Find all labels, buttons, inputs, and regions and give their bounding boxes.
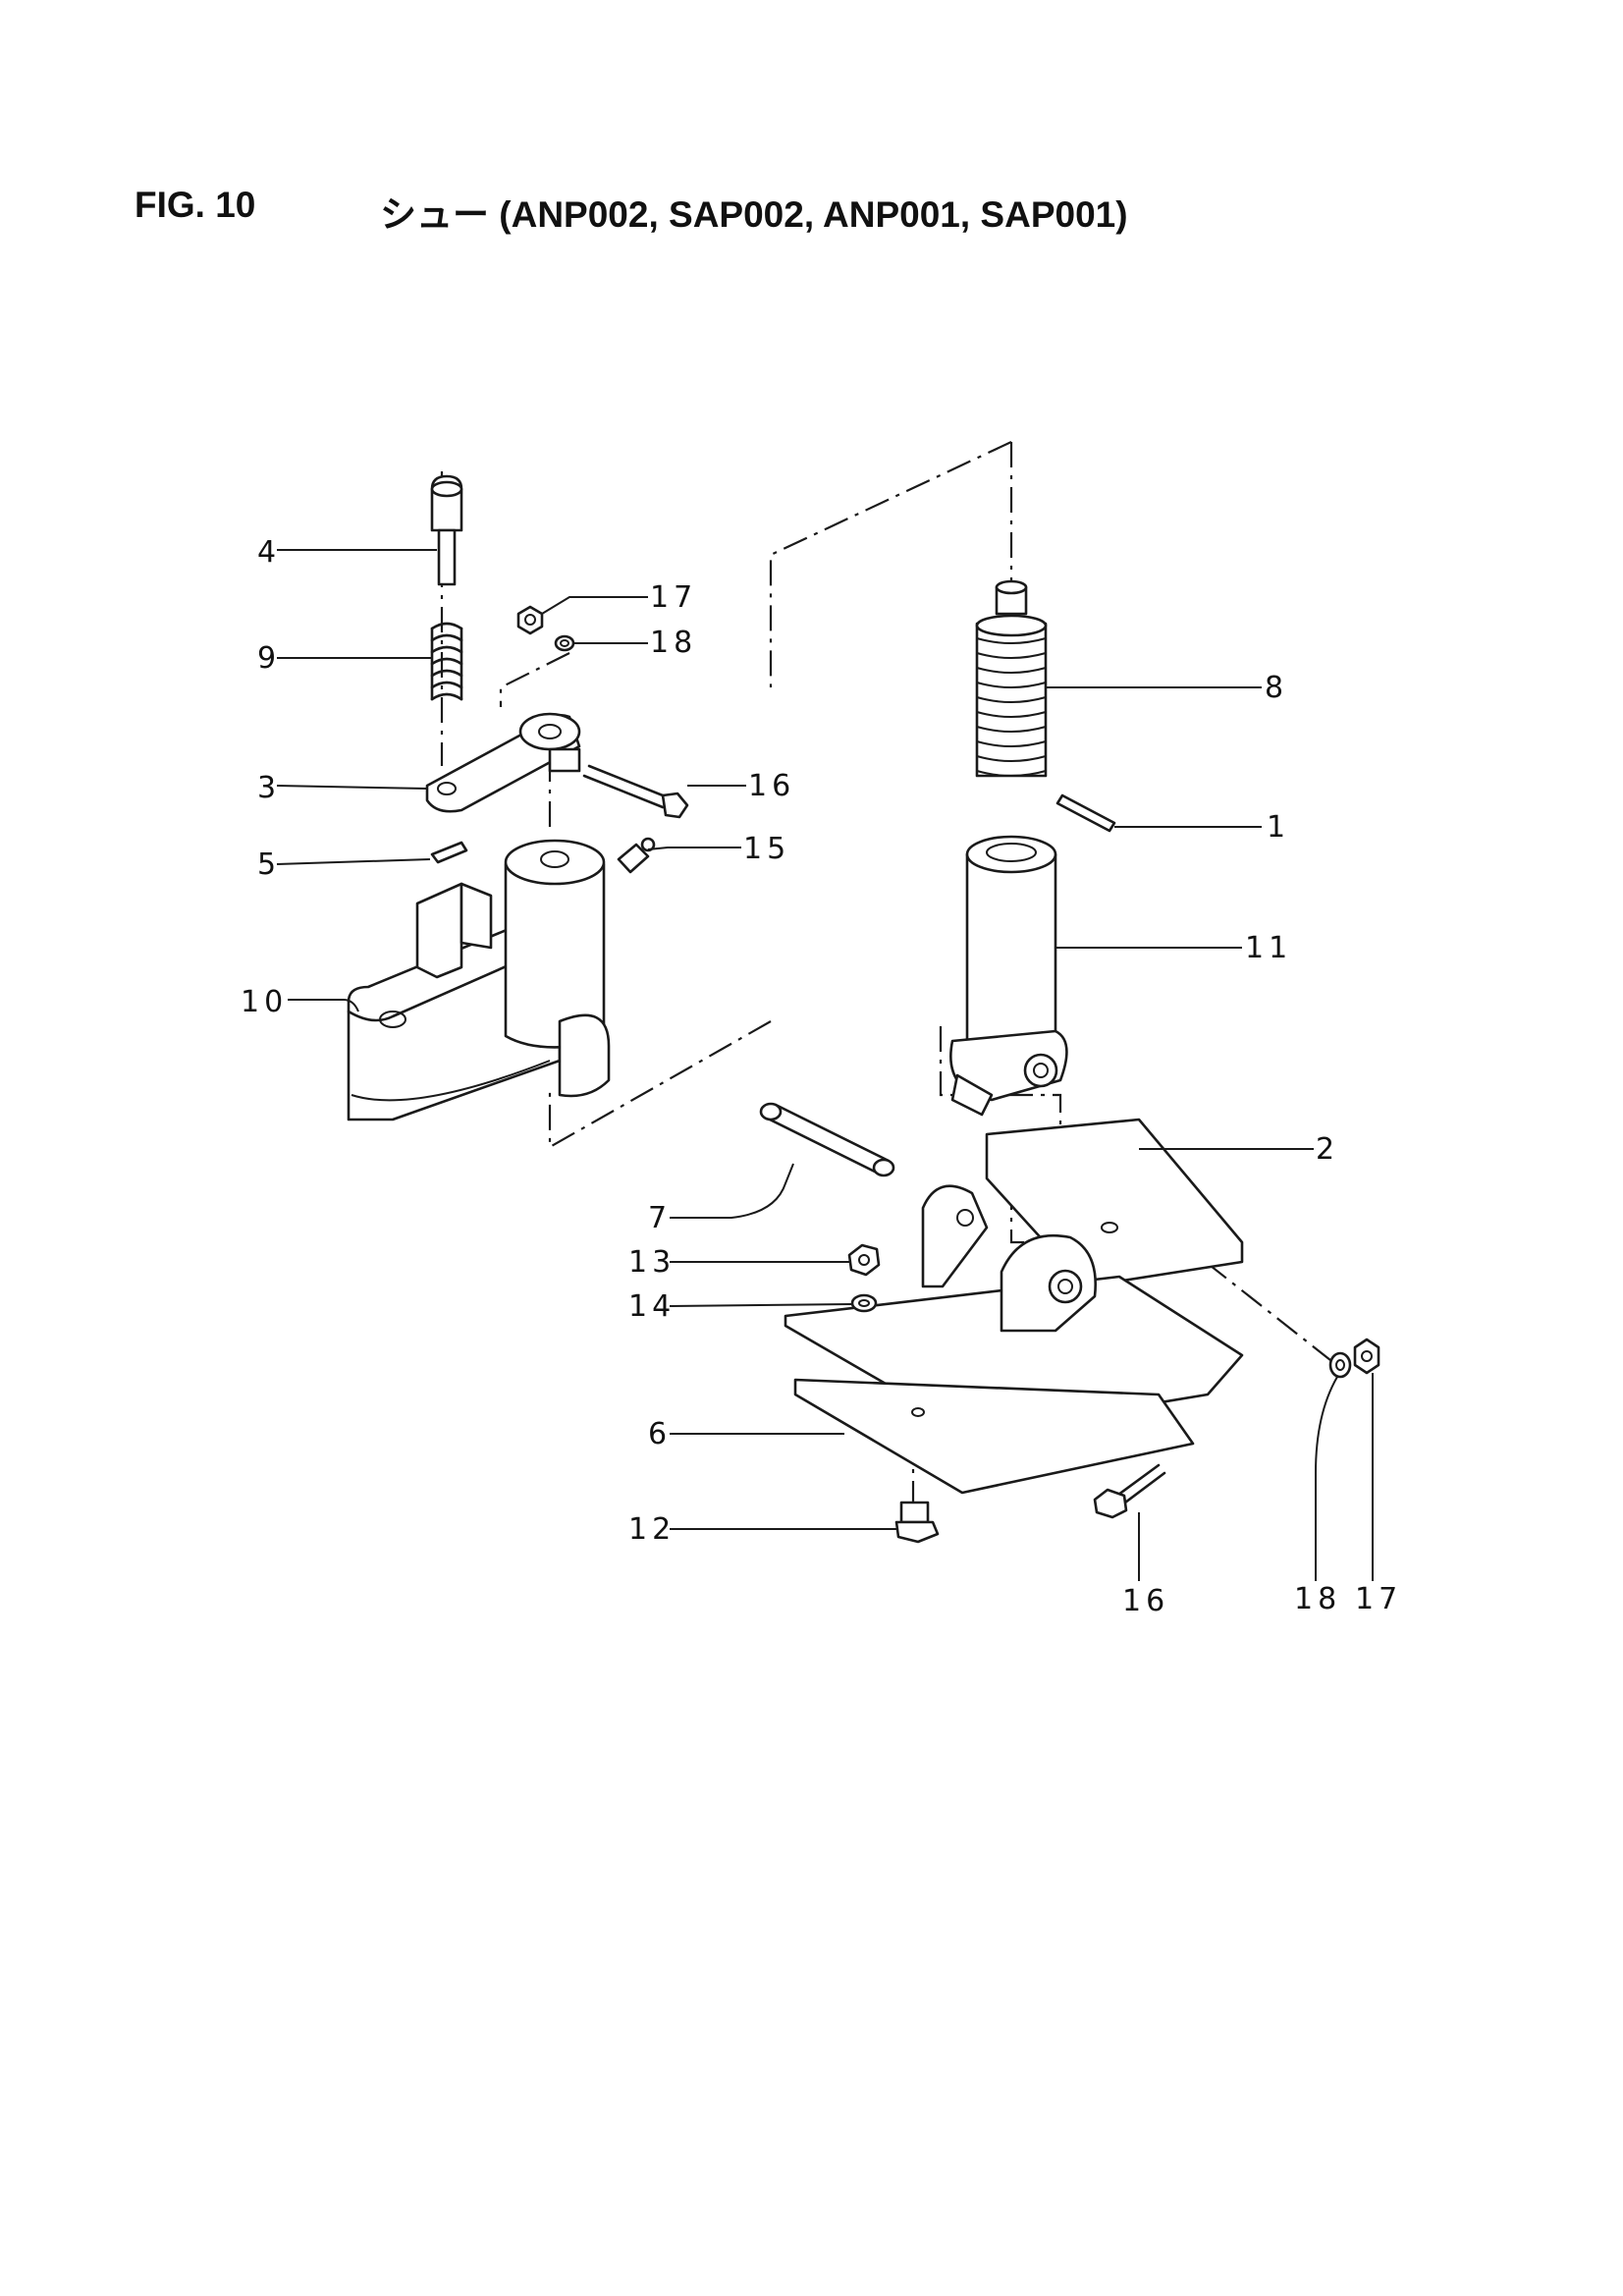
label-1: 1 [1267, 810, 1290, 845]
figure-title: シュー (ANP002, SAP002, ANP001, SAP001) [380, 194, 1128, 235]
label-17-upper: 17 [650, 580, 697, 615]
label-17-lower: 17 [1355, 1582, 1402, 1616]
part-5-key [430, 841, 468, 864]
part-18-washer-lower [1328, 1351, 1352, 1379]
label-16-lower: 16 [1122, 1584, 1169, 1618]
label-10: 10 [241, 985, 288, 1019]
part-18-washer-upper [554, 634, 575, 652]
label-2: 2 [1316, 1132, 1339, 1167]
part-12-bolt [894, 1501, 940, 1544]
label-7: 7 [648, 1201, 672, 1235]
label-14: 14 [628, 1289, 676, 1324]
label-8: 8 [1265, 671, 1288, 705]
label-12: 12 [628, 1512, 676, 1547]
part-10-shoe-block [347, 839, 611, 1121]
label-3: 3 [257, 771, 281, 805]
leader-lines [276, 549, 1374, 1581]
part-17-nut-upper [516, 605, 544, 635]
figure-number: FIG. 10 [135, 185, 256, 225]
part-9-spring [430, 622, 463, 701]
part-8-threaded-rod [975, 579, 1048, 778]
part-13-nut [847, 1243, 881, 1277]
part-14-washer [850, 1293, 878, 1313]
label-18-lower: 18 [1294, 1582, 1341, 1616]
part-15-grease-nipple [617, 837, 656, 874]
part-1-pin [1055, 793, 1116, 833]
part-7-shaft [759, 1102, 895, 1177]
part-labels: 4 9 3 5 10 17 18 16 15 8 1 11 2 7 13 14 … [241, 535, 1402, 1618]
label-9: 9 [257, 641, 281, 676]
label-15: 15 [743, 832, 790, 866]
part-17-nut-lower [1353, 1338, 1380, 1375]
part-6-wear-plate [793, 1378, 1195, 1495]
bracket-lugs [921, 1184, 1097, 1333]
part-11-tube-housing [949, 835, 1068, 1117]
label-16-upper: 16 [748, 769, 795, 803]
part-4-knob-pin [430, 474, 463, 586]
label-5: 5 [257, 847, 281, 882]
label-4: 4 [257, 535, 281, 570]
label-11: 11 [1245, 931, 1292, 965]
label-6: 6 [648, 1417, 672, 1451]
part-16-bolt-upper [582, 764, 689, 819]
label-18-upper: 18 [650, 626, 697, 660]
part-3-lever-arm [425, 712, 581, 813]
part-16-bolt-lower [1093, 1463, 1166, 1519]
label-13: 13 [628, 1245, 676, 1280]
